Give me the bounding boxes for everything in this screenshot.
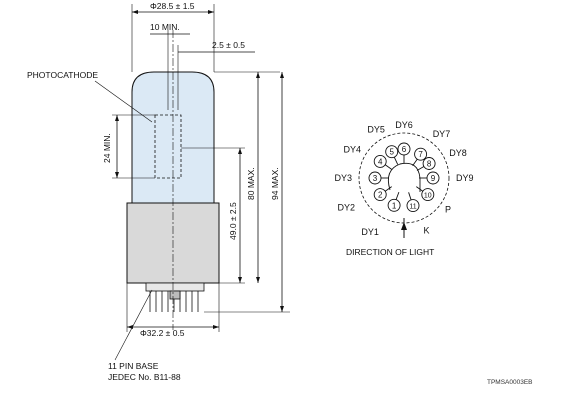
pin-label-4: DY4 [343, 144, 361, 154]
pin-circle-2 [373, 188, 387, 202]
base-type-line1: 11 PIN BASE [108, 361, 159, 371]
pin-number-4: 4 [378, 157, 383, 166]
pin-label-6: DY6 [395, 120, 413, 130]
pin-circle-1 [387, 198, 401, 212]
dim-94max-label: 94 MAX. [270, 167, 280, 200]
pin-number-2: 2 [378, 191, 383, 200]
glass-envelope [131, 71, 215, 204]
dimension-lines [94, 4, 290, 361]
dim-24min-label: 24 MIN. [102, 133, 112, 163]
pin-label-8: DY8 [449, 148, 467, 158]
pin-label-5: DY5 [367, 125, 385, 135]
pin-number-10: 10 [424, 193, 432, 200]
pin-number-5: 5 [389, 148, 394, 157]
pin-lead-8 [416, 166, 425, 171]
pin-label-3: DY3 [334, 173, 352, 183]
pin-label-7: DY7 [433, 129, 451, 139]
pin-circle-5 [385, 145, 399, 159]
photocathode-label: PHOTOCATHODE [27, 70, 98, 80]
pin-label-2: DY2 [337, 203, 355, 213]
drawing-code: TPMSA0003EB [487, 379, 533, 386]
pin-circle-4 [373, 154, 387, 168]
top-diameter-label: Φ28.5 ± 1.5 [150, 1, 195, 11]
pin-lead-11 [408, 192, 412, 201]
pin-lead-2 [384, 186, 392, 192]
direction-of-light-label: DIRECTION OF LIGHT [346, 247, 434, 257]
pin-number-9: 9 [431, 174, 436, 183]
pin-label-10: P [445, 205, 451, 215]
pin-label-9: DY9 [456, 173, 474, 183]
pin-number-6: 6 [402, 145, 407, 154]
pin-lead-7 [412, 158, 418, 166]
pin-lead-1 [395, 191, 400, 200]
pin-circle-10 [421, 188, 435, 202]
cathode-min-label: 10 MIN. [150, 22, 180, 32]
pin-lead-10 [416, 186, 424, 192]
pin-number-3: 3 [373, 174, 378, 183]
pin-number-8: 8 [427, 160, 432, 169]
pin-number-11: 11 [409, 204, 416, 211]
pin-number-1: 1 [392, 201, 397, 210]
dim-49-label: 49.0 ± 2.5 [228, 202, 238, 240]
pin-lead-4 [384, 164, 392, 170]
base-type-line2: JEDEC No. B11-88 [108, 372, 181, 382]
pin-circle-7 [414, 147, 428, 161]
photocathode-area [154, 114, 182, 179]
base-pins [145, 282, 205, 312]
pin-label-11: K [424, 226, 430, 236]
tube-drawing [126, 30, 220, 330]
base-diameter-label: Φ32.2 ± 0.5 [140, 328, 185, 338]
offset-label: 2.5 ± 0.5 [212, 40, 245, 50]
pin-circle-11 [406, 199, 420, 213]
pin-number-7: 7 [418, 150, 423, 159]
pin-circle-8 [422, 157, 436, 170]
pin-label-1: DY1 [361, 227, 379, 237]
pin-lead-5 [393, 157, 399, 165]
dim-80max-label: 80 MAX. [246, 167, 256, 200]
dimension-labels: Φ28.5 ± 1.5 10 MIN. 2.5 ± 0.5 PHOTOCATHO… [27, 1, 280, 382]
